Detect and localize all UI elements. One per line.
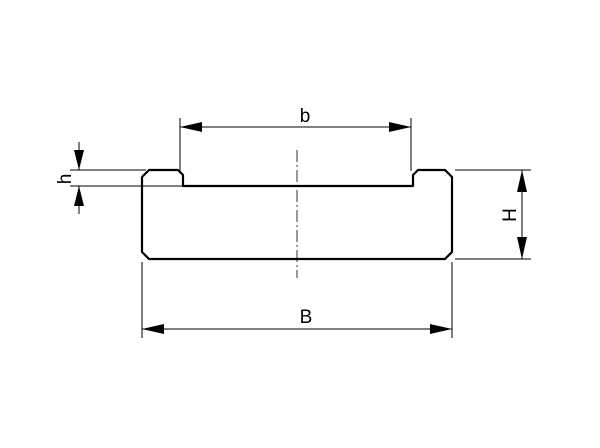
dimension-H: H [455,169,531,260]
arrow-b-right [389,122,411,132]
label-H: H [500,208,521,222]
arrow-B-left [142,324,164,334]
arrow-H-top [517,170,527,192]
dimension-b: b [179,106,412,171]
arrow-h-top [74,150,84,170]
arrow-b-left [180,122,202,132]
dimension-B: B [141,262,453,338]
label-B: B [300,307,313,328]
profile-outline [140,168,454,261]
arrow-H-bottom [517,237,527,259]
label-b: b [300,106,311,127]
label-h: h [55,174,76,185]
arrow-h-bottom [74,186,84,206]
dimension-h: h [55,142,183,214]
arrow-B-right [430,324,452,334]
